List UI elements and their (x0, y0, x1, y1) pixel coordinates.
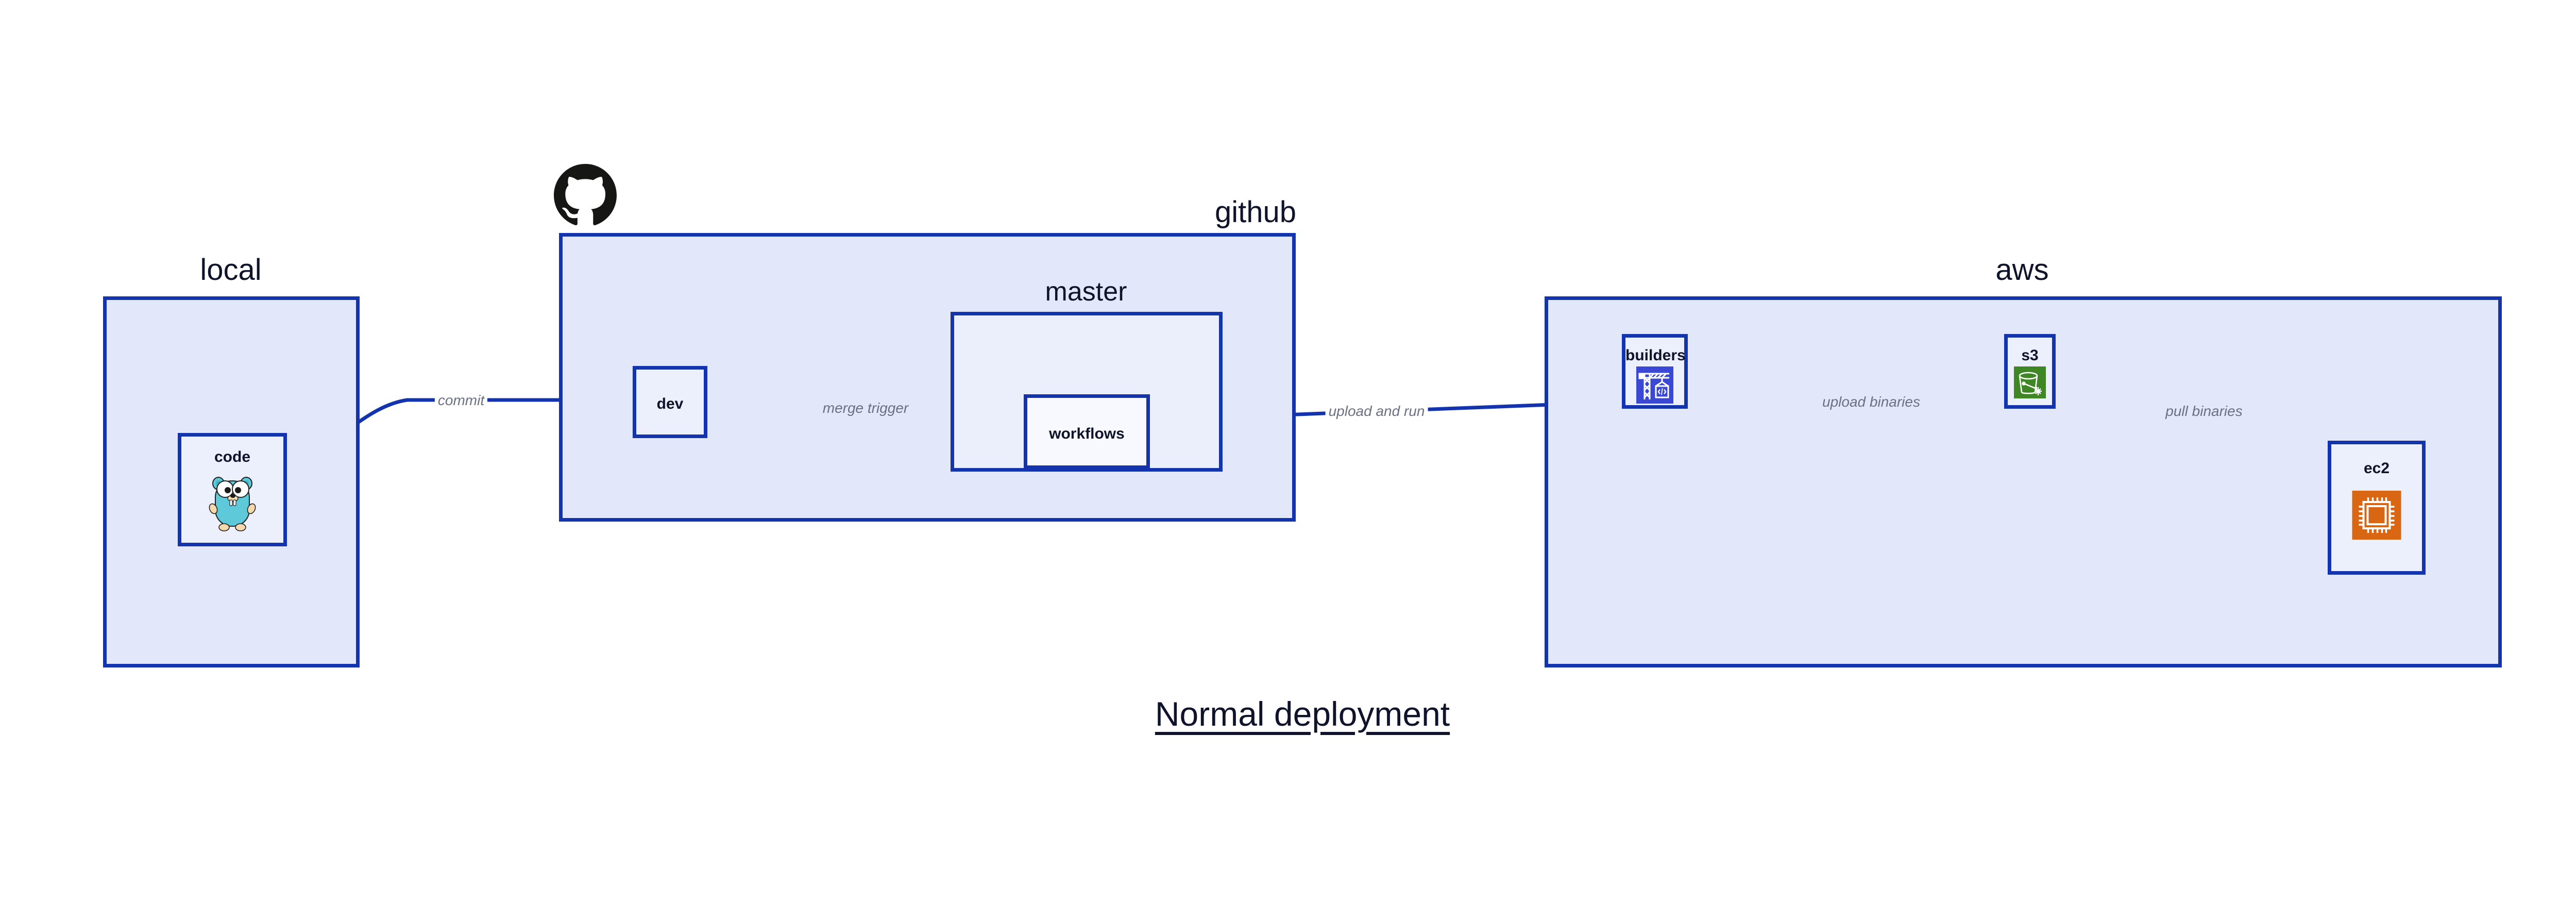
node-builders-card[interactable]: builders (1622, 334, 1688, 409)
aws-s3-bucket-icon (2014, 366, 2046, 398)
go-gopher-icon (207, 472, 258, 532)
node-label-workflows: workflows (1049, 425, 1125, 442)
group-label-local: local (200, 253, 262, 287)
node-code[interactable]: code (178, 433, 287, 546)
github-octocat-icon (554, 164, 617, 227)
aws-builders-crane-icon (1636, 366, 1673, 404)
node-label-builders: builders (1625, 347, 1686, 364)
node-s3[interactable]: s3 (2004, 334, 2056, 409)
edge-label-upload-and-run: upload and run (1325, 404, 1428, 419)
edge-label-pull-binaries: pull binaries (2162, 404, 2246, 419)
node-ec2[interactable]: ec2 (2328, 441, 2426, 575)
group-label-github: github (1214, 195, 1297, 229)
node-workflows[interactable]: workflows (1024, 394, 1150, 469)
node-label-code: code (214, 448, 251, 465)
edge-label-commit: commit (434, 393, 488, 408)
edge-label-merge-trigger: merge trigger (819, 401, 912, 415)
subgroup-label-master: master (1045, 277, 1127, 307)
node-label-dev: dev (656, 395, 684, 412)
diagram-title: Normal deployment (1155, 695, 1450, 733)
node-dev[interactable]: dev (633, 366, 707, 438)
edge-label-upload-binaries: upload binaries (1819, 395, 1923, 409)
aws-ec2-chip-icon (2352, 491, 2401, 540)
group-label-aws: aws (1995, 253, 2049, 287)
node-label-ec2: ec2 (2363, 460, 2390, 477)
node-label-s3: s3 (2021, 347, 2039, 364)
